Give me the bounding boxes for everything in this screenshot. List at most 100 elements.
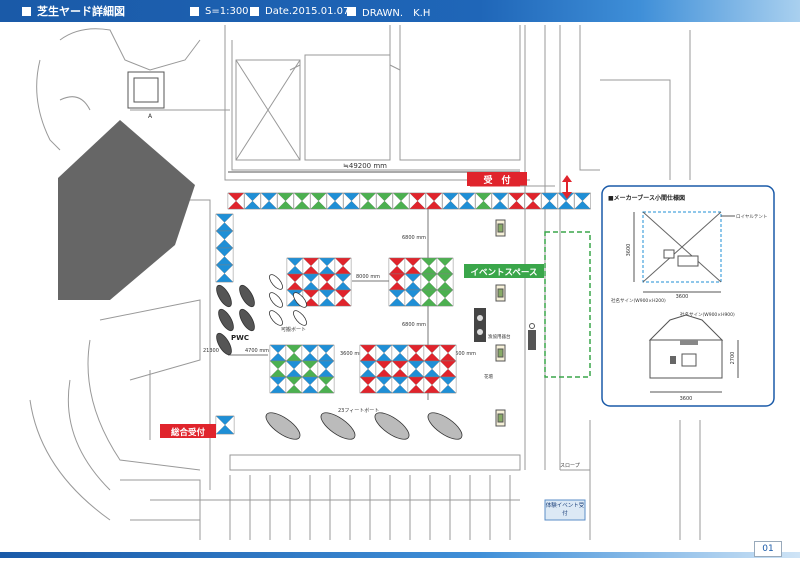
tent-tile [318, 273, 336, 291]
boat-icon [320, 412, 356, 440]
plan-counter [677, 255, 699, 267]
tent-tile [277, 192, 294, 210]
tent-tile [391, 344, 409, 362]
tent-tile [301, 344, 319, 362]
slope-label: スロープ [560, 463, 580, 469]
tent-tile [376, 192, 393, 210]
general-reception-label: 総合受付 [171, 427, 206, 438]
tent-tile [407, 360, 425, 378]
boat-icon [293, 310, 307, 326]
square-icon [347, 6, 356, 16]
boat-icon [239, 308, 255, 332]
dim-6800-top: 6800 mm [402, 235, 426, 241]
plan-outline [642, 211, 722, 283]
boat-icon [427, 412, 463, 440]
facility-item-inner [497, 223, 504, 233]
tent-tile [391, 360, 409, 378]
tent-tile [269, 376, 287, 394]
boat-icon [216, 284, 232, 308]
tent-tile [317, 344, 335, 362]
event-space-area [544, 231, 591, 378]
tent-tile [260, 192, 278, 210]
boat-icon [293, 292, 307, 308]
tent-tile [269, 344, 287, 362]
map-linework [29, 25, 701, 540]
detail-inset: ■メーカーブース小間仕様図 3600 3600 ロイヤルテント 社名サイン(W9… [601, 185, 775, 407]
tent-tile [359, 192, 377, 210]
scale-label: S=1:300 [205, 5, 249, 17]
tent-tile [285, 376, 303, 394]
tent-tile [317, 360, 335, 378]
tent-tile [458, 192, 476, 210]
detail-inset-frame [601, 185, 775, 407]
tent-tile [436, 289, 454, 307]
boat-icon [374, 412, 410, 440]
tent-tile [524, 192, 542, 210]
gray-building [58, 120, 195, 300]
pillar-dot [529, 323, 535, 329]
tent-tile [407, 344, 425, 362]
facility-item-inner [497, 348, 504, 358]
reception-label: 受 付 [483, 174, 510, 186]
tent-tile [420, 289, 438, 307]
reception-label-box [467, 172, 527, 186]
sign-label2: 社名サイン(W900×H900) [680, 311, 735, 318]
tent-tile [215, 264, 234, 283]
tent-tile [215, 213, 234, 232]
tent-tile [286, 257, 304, 275]
double-arrow-icon [562, 175, 572, 199]
plan-dim-w: 3600 [676, 294, 689, 300]
tent-tile [439, 376, 457, 394]
tent-tile [541, 192, 558, 210]
tent-tile [302, 273, 320, 291]
tent-tile [404, 273, 422, 291]
tent-tile [391, 376, 409, 394]
tent-tile [227, 192, 245, 210]
tent-tile [285, 360, 303, 378]
tent-tile [334, 273, 352, 291]
tent-tile [326, 192, 344, 210]
boat-icon [269, 274, 283, 290]
event-space-label-box [464, 264, 544, 278]
facility-items [495, 219, 506, 427]
outlet-pillar [474, 308, 486, 342]
small-building-inner [133, 77, 159, 103]
tent-tile [215, 415, 235, 435]
tent-tile [420, 273, 438, 291]
small-pillar [528, 330, 536, 350]
tent-tile [375, 360, 393, 378]
pillar-dot [477, 315, 483, 321]
square-icon [250, 6, 259, 16]
tent-tile [375, 376, 393, 394]
tent-tile [286, 273, 304, 291]
tent-tile [293, 192, 311, 210]
tent-tile [439, 360, 457, 378]
tent-tile [318, 289, 336, 307]
tent-tile [318, 257, 336, 275]
tent-sign [680, 340, 698, 345]
header-drawn-section: DRAWN. K.H [347, 0, 430, 22]
tent-tile [392, 192, 410, 210]
square-icon [190, 6, 199, 16]
tent-tile [215, 247, 234, 266]
stand-a-label: A [148, 113, 153, 120]
tent-counter [681, 353, 697, 367]
exp-event-reception-label: 体験イベント受付 [545, 503, 585, 517]
small-building [127, 71, 165, 109]
tent-tile [423, 360, 441, 378]
date-label: Date.2015.01.07 [265, 5, 350, 17]
sign-label1: 社名サイン(W900×H200) [611, 297, 666, 304]
boat23-label: 23フィートボート [338, 407, 379, 414]
tent-tile [475, 192, 492, 210]
tent-tile [269, 360, 287, 378]
tent-tile [310, 192, 327, 210]
tent-tile [491, 192, 509, 210]
page-number: 01 [754, 541, 782, 557]
dim-4700: 4700 mm [245, 348, 269, 354]
plan-dim-h: 3600 [626, 244, 632, 257]
dim-6800-mid: 6800 mm [402, 322, 426, 328]
pwc-label: PWC [231, 334, 249, 342]
event-space-label: イベントスペース [471, 268, 538, 278]
drawn-label: DRAWN. K.H [362, 7, 431, 19]
